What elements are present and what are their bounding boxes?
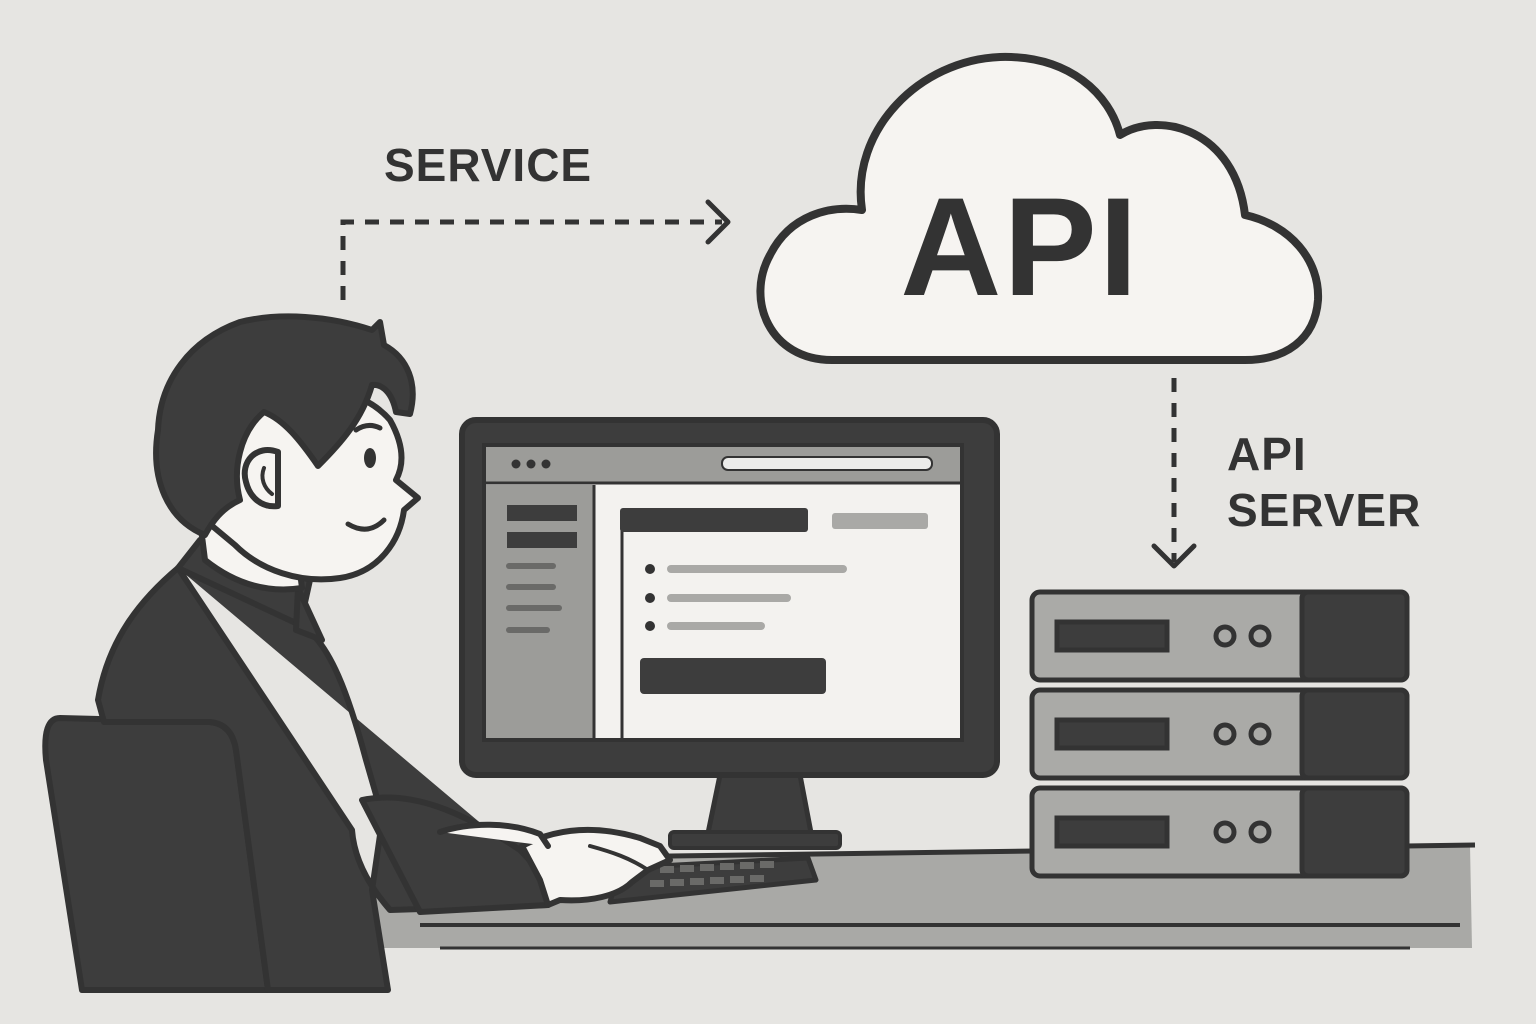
api-server-label-line2: SERVER [1227, 484, 1422, 536]
service-arrow [340, 199, 731, 300]
server-arrow [1151, 378, 1197, 569]
person-illustration [95, 313, 673, 993]
server-unit [1029, 785, 1410, 879]
cloud-icon [756, 52, 1323, 364]
server-rack [1029, 589, 1410, 879]
server-unit [1029, 687, 1410, 781]
computer-monitor [459, 417, 1000, 850]
cloud-api-label: API [900, 168, 1140, 325]
api-server-label: API SERVER [1227, 426, 1421, 538]
service-label: SERVICE [384, 139, 593, 191]
api-server-label-line1: API [1227, 428, 1307, 480]
server-unit [1029, 589, 1410, 683]
